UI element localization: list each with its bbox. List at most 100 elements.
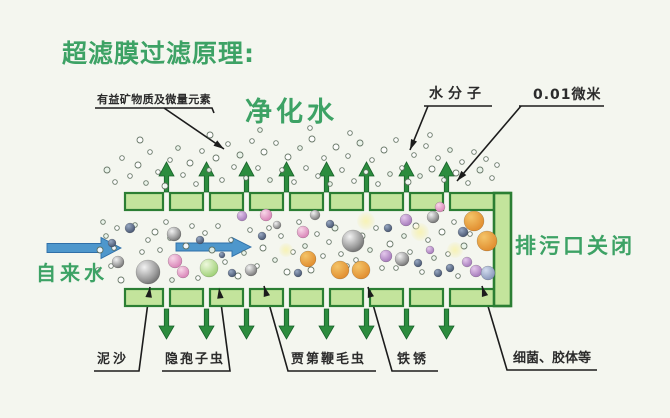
particle-yellow: [279, 243, 293, 257]
water-molecule-bubble: [297, 145, 303, 151]
leader-arrowheads: [145, 139, 489, 299]
particle-pink: [434, 201, 446, 213]
water-molecule-bubble: [147, 149, 153, 155]
water-molecule-bubble: [404, 178, 412, 186]
particle-yellow: [411, 223, 429, 241]
water-molecule-bubble: [180, 172, 186, 178]
water-molecule-bubble: [423, 143, 429, 149]
flow-arrow-down: [198, 308, 215, 340]
water-molecule-bubble: [96, 246, 104, 254]
minerals-pointer: [163, 107, 225, 150]
water-molecule-bubble: [363, 169, 369, 175]
water-molecule-bubble: [212, 154, 220, 162]
water-molecule-bubble: [375, 181, 381, 187]
particle-yellow: [357, 212, 375, 230]
label-pore-size: 0.01微米: [533, 87, 602, 103]
particle-gray: [426, 210, 440, 224]
particle-pink: [176, 265, 190, 279]
water-molecule-bubble: [182, 242, 190, 250]
water-molecule-bubble: [393, 137, 399, 143]
particle-pink: [296, 225, 310, 239]
minerals-underline: [95, 107, 215, 114]
label-sediment: 泥沙: [97, 352, 130, 367]
water-molecule-bubble: [186, 159, 194, 167]
particle-gray: [309, 209, 321, 221]
particle-navy: [227, 268, 237, 278]
particle-pink: [167, 253, 183, 269]
membrane-top-segment: [288, 191, 325, 212]
water-molecule-bubble: [103, 166, 111, 174]
water-molecule-bubble: [127, 173, 133, 179]
water-molecule-bubble: [419, 269, 425, 275]
flow-arrow-down: [438, 308, 455, 340]
water-molecule-bubble: [208, 246, 216, 254]
flow-arrow-up: [318, 161, 335, 193]
water-molecule-bubble: [307, 266, 315, 274]
water-molecule-bubble: [100, 219, 106, 225]
flow-arrow-up: [438, 161, 455, 193]
water-molecule-bubble: [167, 157, 173, 163]
water-molecule-bubble: [151, 228, 159, 236]
water-molecule-bubble: [438, 228, 446, 236]
label-purified-water: 净化水: [245, 97, 338, 128]
water-molecule-bubble: [307, 125, 313, 131]
water-molecule-bubble: [112, 179, 118, 185]
water-molecule-bubble: [489, 175, 495, 181]
contaminant-particles: [107, 201, 498, 285]
water-molecule-bubble: [279, 167, 285, 173]
particle-navy: [257, 231, 267, 241]
water-molecule-bubble: [441, 177, 447, 183]
particle-orange: [463, 210, 485, 232]
water-molecule-bubble: [257, 127, 263, 133]
water-molecule-bubble: [169, 277, 175, 283]
water-molecule-bubble: [215, 223, 221, 229]
water-molecule-bubble: [236, 151, 244, 159]
flow-arrow-down: [238, 308, 255, 340]
water-molecule-bubble: [379, 265, 385, 271]
water-molecule-bubble: [119, 155, 125, 161]
membrane-bottom-segment: [208, 287, 245, 308]
membrane-top-segment: [208, 191, 245, 212]
water-molecule-bubble: [353, 257, 359, 263]
flow-arrow-up: [198, 161, 215, 193]
membrane-bottom-segment: [168, 287, 205, 308]
giardia-pointer: [263, 285, 376, 372]
drain-end-cap: [492, 191, 513, 308]
water-molecule-bubble: [143, 180, 149, 186]
water-molecule-bubble: [447, 147, 453, 153]
membrane-top-segment: [408, 191, 445, 212]
label-drain-closed: 排污口关闭: [515, 234, 635, 258]
water-molecule-bubble: [308, 135, 316, 143]
water-molecule-bubble: [321, 155, 327, 161]
particle-orange: [330, 260, 350, 280]
water-molecule-bubble: [399, 165, 405, 171]
water-molecule-bubble: [145, 237, 151, 243]
pore-pointer: [456, 105, 522, 182]
water-molecule-bubble: [401, 233, 407, 239]
bacteria-pointer-arrowhead: [481, 286, 489, 297]
particle-orange: [299, 250, 317, 268]
water-molecule-bubble: [103, 233, 109, 239]
water-molecule-bubble: [435, 155, 441, 161]
water-molecule-bubble: [206, 167, 212, 173]
water-molecule-bubble: [296, 219, 302, 225]
water-molecule-bubble: [231, 164, 237, 170]
water-molecule-bubble: [425, 237, 431, 243]
water-molecule-bubble: [467, 231, 473, 237]
particle-blue: [480, 265, 496, 281]
rust-pointer-arrowhead: [367, 287, 374, 298]
particle-navy: [433, 268, 443, 278]
water-molecule-bubble: [241, 250, 247, 256]
water-molecule-pointer-arrowhead: [410, 139, 417, 150]
water-molecule-bubble: [327, 181, 333, 187]
water-molecule-bubble: [189, 223, 195, 229]
water-molecule-bubble: [155, 169, 161, 175]
water-molecule-bubble: [331, 224, 339, 232]
particle-orange: [476, 230, 498, 252]
particle-navy: [293, 268, 303, 278]
water-molecule-bubble: [249, 138, 255, 144]
water-molecule-bubble: [284, 153, 292, 161]
water-molecule-bubble: [320, 253, 326, 259]
particle-orange: [351, 260, 371, 280]
